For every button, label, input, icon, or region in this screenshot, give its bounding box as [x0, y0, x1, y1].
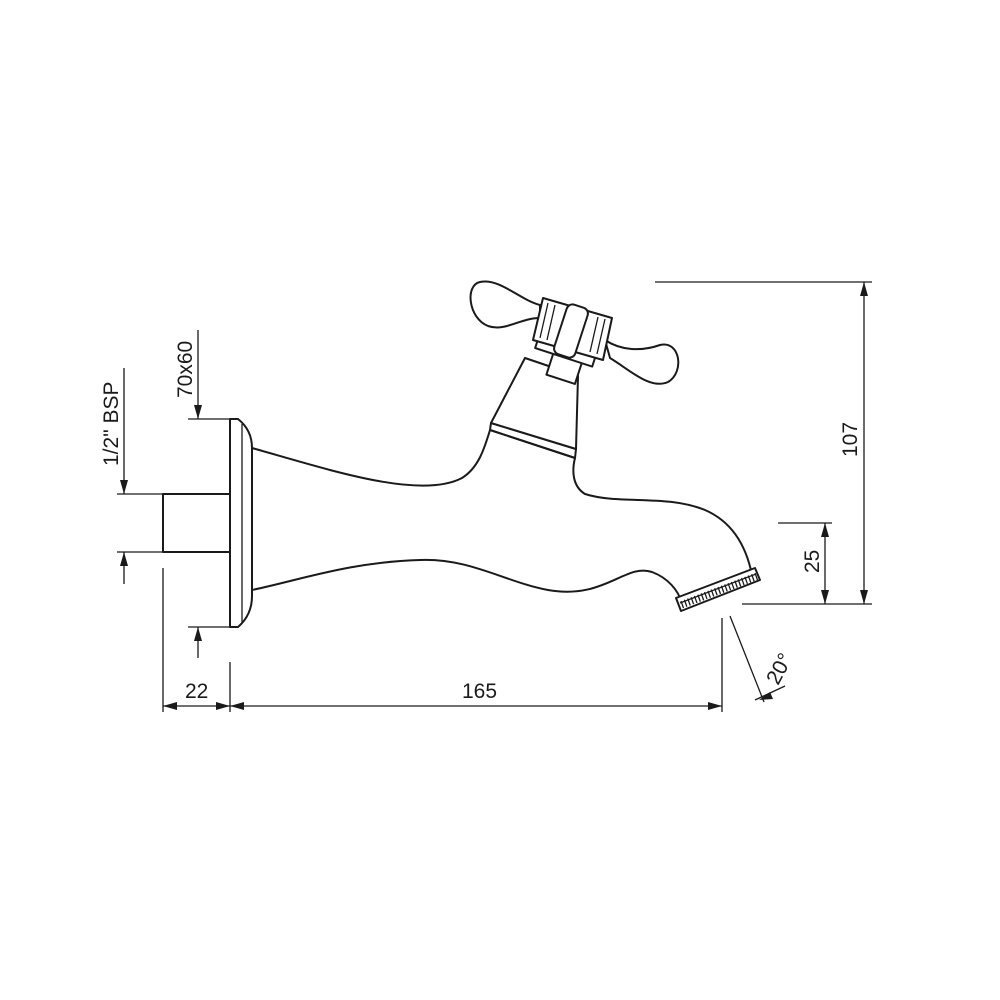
knurl-tick — [740, 577, 745, 586]
knurl-tick — [683, 599, 688, 607]
dim-vertical: 107 25 — [655, 281, 872, 605]
knurl-tick — [737, 579, 742, 587]
knurl-tick — [744, 576, 749, 585]
knurl-tick — [707, 590, 712, 599]
dim-horizontal: 22 165 — [162, 568, 723, 712]
knurl-tick — [687, 598, 691, 606]
aerator-outlet — [675, 567, 761, 612]
knurl-tick — [717, 586, 722, 595]
projection-label: 165 — [462, 680, 497, 703]
spout-angle-label: 20° — [762, 650, 797, 689]
cross-handle — [469, 280, 680, 385]
knurl-tick — [697, 594, 701, 602]
spout-drop-label: 25 — [801, 550, 824, 573]
knurl-tick — [680, 600, 685, 609]
dim-flange: 70x60 — [174, 330, 230, 658]
knurl-tick — [703, 591, 708, 600]
knurl-tick — [714, 588, 718, 596]
knurl-tick — [751, 574, 755, 582]
knurl-tick — [730, 581, 735, 590]
threaded-inlet — [162, 493, 231, 553]
wall-flange — [229, 418, 253, 628]
knurl-tick — [747, 575, 752, 583]
dim-thread: 1/2" BSP — [100, 368, 163, 584]
knurl-tick — [727, 582, 732, 591]
knurl-tick — [754, 572, 759, 581]
knurl-tick — [734, 580, 738, 588]
knurl-tick — [690, 596, 695, 605]
spout-body — [251, 429, 753, 604]
knurl-tick — [724, 584, 728, 592]
flange-size-label: 70x60 — [174, 341, 197, 398]
height-total-label: 107 — [839, 422, 862, 457]
knurl-tick — [720, 585, 725, 593]
dim-angle: 20° — [729, 615, 797, 703]
thread-length-label: 22 — [185, 680, 208, 703]
knurl-tick — [700, 593, 705, 601]
tap-body — [162, 280, 761, 628]
knurl-tick — [710, 589, 715, 597]
knurl-tick — [693, 595, 698, 604]
thread-size-label: 1/2" BSP — [100, 381, 123, 466]
